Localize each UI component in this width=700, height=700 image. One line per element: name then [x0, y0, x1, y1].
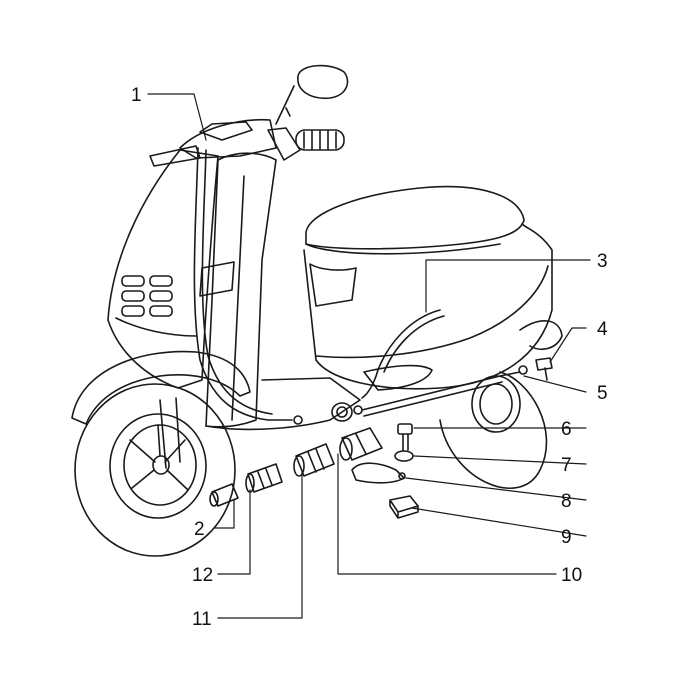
floorboard: [205, 377, 361, 431]
handlebar: [149, 64, 349, 167]
scooter-illustration: [71, 64, 563, 557]
vent-grille: [121, 275, 173, 317]
callout-5: 5: [597, 383, 608, 404]
gear-part-11: [293, 443, 335, 477]
leader-2: [213, 499, 235, 529]
leader-1: [147, 93, 207, 141]
grommet: [331, 402, 353, 422]
clip-part-8: [351, 462, 405, 484]
leader-lines: [147, 93, 591, 619]
callout-8: 8: [561, 491, 572, 512]
callout-12: 12: [192, 565, 213, 586]
leader-7: [413, 455, 587, 465]
cable-3: [361, 309, 441, 399]
callout-9: 9: [561, 527, 572, 548]
speedometer-cable: [193, 147, 293, 421]
nut-part-9: [389, 495, 419, 519]
callout-11: 11: [192, 609, 212, 630]
front-fork: [159, 397, 181, 469]
screw-part-6: [397, 423, 413, 451]
leader-9: [411, 507, 587, 537]
pinion-part-2: [209, 483, 239, 507]
leader-8: [405, 477, 587, 501]
leader-3: [425, 259, 591, 313]
front-wheel: [74, 383, 236, 557]
callout-10: 10: [561, 565, 582, 586]
washer-part-7: [394, 450, 414, 462]
mirror: [297, 64, 349, 100]
callout-2: 2: [194, 519, 205, 540]
leader-5: [523, 375, 587, 393]
rear-wheel: [439, 371, 548, 489]
bushing-part-12: [245, 463, 283, 493]
callout-3: 3: [597, 251, 608, 272]
leader-12: [217, 489, 251, 575]
callout-7: 7: [561, 455, 572, 476]
center-column: [205, 152, 277, 428]
front-fender: [71, 350, 251, 425]
callout-1: 1: [131, 85, 142, 106]
callout-6: 6: [561, 419, 572, 440]
callout-4: 4: [597, 319, 608, 340]
cables: [193, 147, 528, 425]
housing-part-10: [339, 427, 383, 461]
callout-labels: 1 2 3 4 5 6 7 8 9 10 11 12: [131, 85, 608, 630]
bolt-part-4: [535, 357, 553, 381]
leader-11: [217, 471, 303, 619]
cable-5: [361, 371, 521, 411]
seat: [305, 185, 525, 250]
parts: [209, 357, 553, 519]
leader-10: [337, 453, 557, 575]
leader-4: [549, 327, 587, 363]
front-shield: [107, 149, 219, 389]
